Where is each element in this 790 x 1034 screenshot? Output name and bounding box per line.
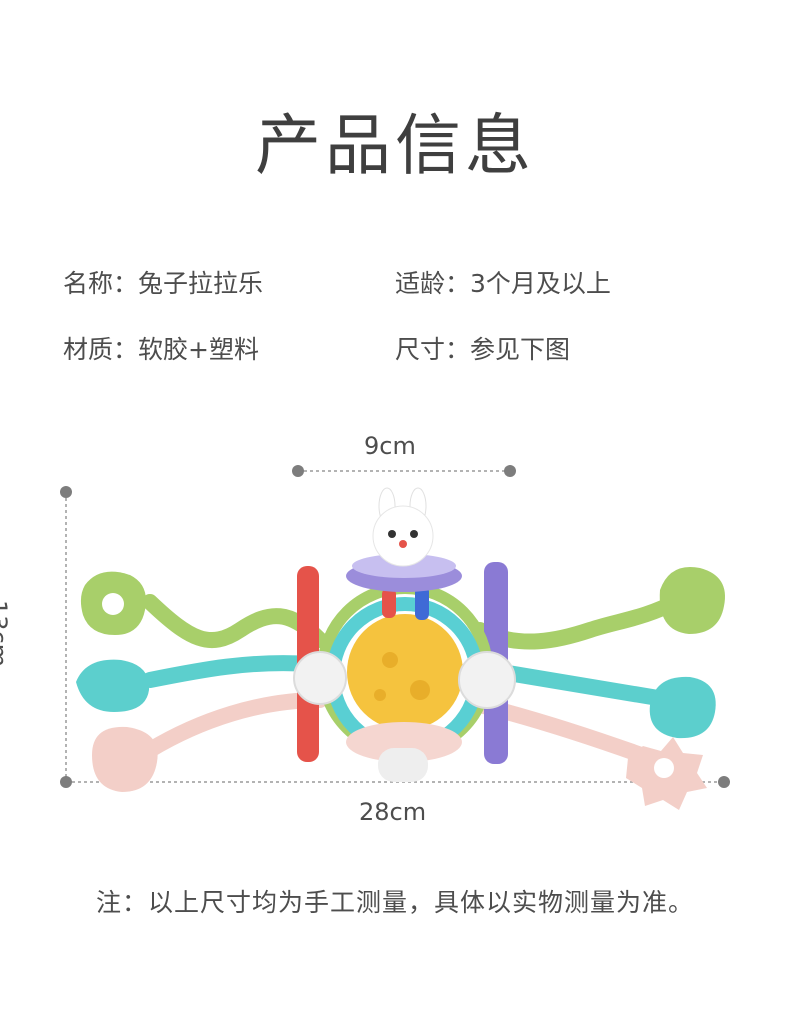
spec-age: 适龄：3个月及以上 <box>395 269 611 298</box>
left-teether-heads <box>76 571 158 792</box>
dimension-dots <box>60 465 730 788</box>
yellow-ball <box>347 614 463 730</box>
spec-name: 名称：兔子拉拉乐 <box>63 269 264 298</box>
dim-side-label: 13cm <box>0 600 12 668</box>
dim-top-label: 9cm <box>364 432 416 460</box>
measurement-note: 注：以上尺寸均为手工测量，具体以实物测量为准。 <box>95 888 694 917</box>
spec-material: 材质：软胶+塑料 <box>63 335 259 364</box>
page-title: 产品信息 <box>255 107 535 184</box>
spec-size: 尺寸：参见下图 <box>395 335 571 364</box>
dim-bottom-label: 28cm <box>359 798 427 826</box>
dimension-lines <box>65 470 724 783</box>
right-teether-heads <box>626 566 725 810</box>
rabbit-head <box>346 487 462 592</box>
